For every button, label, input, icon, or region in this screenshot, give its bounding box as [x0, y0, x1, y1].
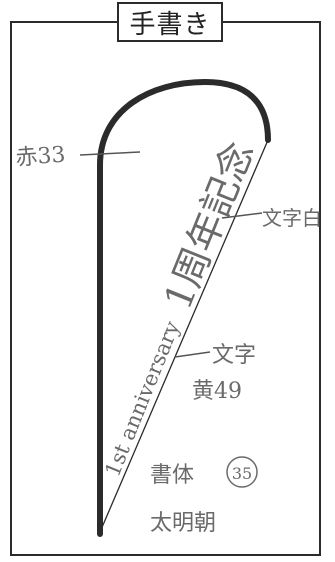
label-text: 文字 [212, 343, 256, 368]
leader-line-left [79, 151, 141, 156]
label-text-white: 文字白 [262, 206, 322, 230]
label-font: 書体 [150, 463, 194, 488]
font-name: 太明朝 [150, 511, 216, 536]
flag-pole-outline [97, 78, 271, 537]
font-number-circle [226, 456, 258, 488]
sub-text-english: 1st anniversary [100, 318, 184, 480]
flag-edge-line [99, 139, 269, 533]
font-number: 35 [232, 464, 252, 483]
drawing-frame [10, 21, 321, 556]
label-text-yellow: 黄49 [192, 379, 242, 404]
label-left-color: 赤33 [15, 143, 67, 171]
leader-line-right [221, 212, 263, 219]
main-text-anniversary: 1周年記念 [156, 136, 263, 316]
page-title: 手書き [117, 2, 223, 42]
leader-line-text [174, 351, 211, 358]
